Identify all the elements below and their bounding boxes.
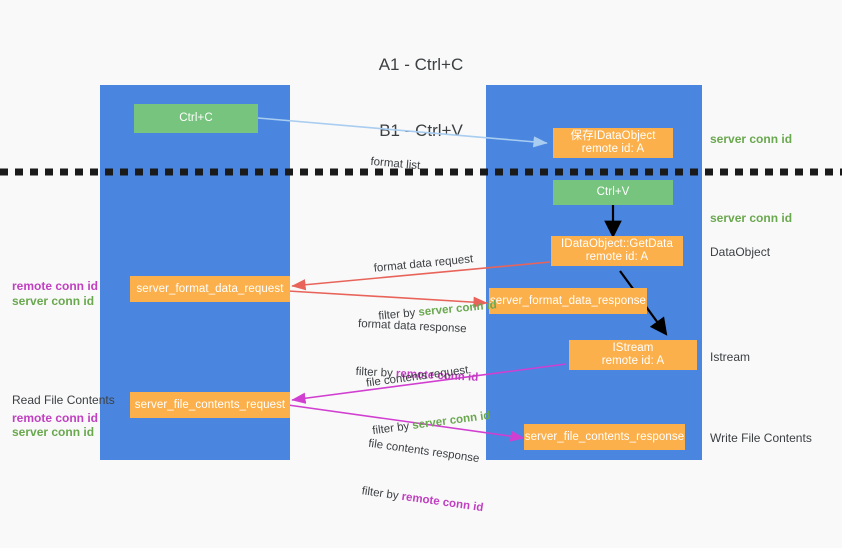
- annotation-file-contents-request-text: file contents request: [365, 364, 470, 390]
- annotation-file-contents-response-filter: filter by remote conn id: [361, 483, 485, 516]
- title-line-1: A1 - Ctrl+C: [378, 55, 464, 74]
- left-label-remote-conn-id-1: remote conn id: [12, 279, 99, 293]
- left-label-remote-conn-id-2: remote conn id: [12, 411, 99, 425]
- annotation-format-list: format list: [367, 122, 424, 206]
- box-server-file-contents-response[interactable]: server_file_contents_response: [524, 424, 685, 450]
- annotation-file-contents-response: file contents response filter by remote …: [356, 404, 495, 548]
- right-label-server-conn-id-2: server conn id: [710, 211, 793, 225]
- right-label-istream: Istream: [710, 350, 751, 364]
- left-label-server-conn-id-1: server conn id: [12, 294, 95, 308]
- annotation-format-data-request-text: format data request: [373, 253, 474, 275]
- box-idataobject-getdata[interactable]: IDataObject::GetData remote id: A: [551, 236, 683, 266]
- right-label-dataobject: DataObject: [710, 245, 771, 259]
- box-ctrl-c[interactable]: Ctrl+C: [134, 104, 258, 133]
- box-save-idataobject[interactable]: 保存IDataObject remote id: A: [553, 128, 673, 158]
- right-label-server-conn-id-1: server conn id: [710, 132, 793, 146]
- diagram-canvas: A1 - Ctrl+C B1 - Ctrl+V A1 remote B1 con…: [0, 55, 842, 514]
- annotation-format-list-text: format list: [369, 155, 421, 173]
- box-server-file-contents-request[interactable]: server_file_contents_request: [130, 392, 290, 418]
- box-istream[interactable]: IStream remote id: A: [569, 340, 697, 370]
- left-label-read-file-contents: Read File Contents: [12, 393, 115, 407]
- annotation-fcres-filter-key: remote conn id: [400, 490, 485, 515]
- left-label-server-conn-id-2: server conn id: [12, 425, 95, 439]
- box-ctrl-v[interactable]: Ctrl+V: [553, 180, 673, 205]
- box-server-format-data-response[interactable]: server_format_data_response: [489, 288, 647, 314]
- box-server-format-data-request[interactable]: server_format_data_request: [130, 276, 290, 302]
- annotation-file-contents-response-text: file contents response: [367, 437, 481, 466]
- right-label-write-file-contents: Write File Contents: [710, 431, 812, 445]
- annotation-fcres-filter-prefix: filter by: [360, 485, 403, 503]
